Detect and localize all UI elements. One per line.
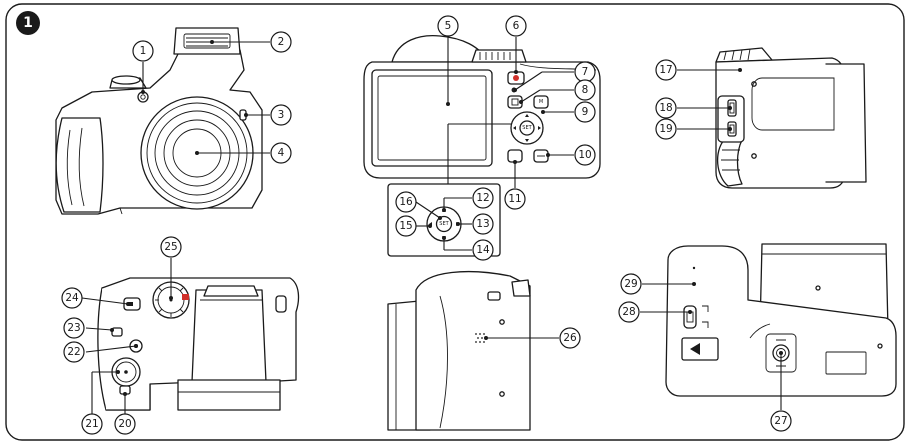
svg-text:M: M xyxy=(539,99,543,105)
callout-26: 26 xyxy=(559,327,581,349)
callout-number: 28 xyxy=(622,306,635,318)
figure-number-badge: 1 xyxy=(16,11,40,35)
callout-number: 18 xyxy=(659,102,672,114)
callout-number: 24 xyxy=(65,292,79,304)
callout-16: 16 xyxy=(395,191,417,213)
camera-side-view xyxy=(715,47,867,189)
camera-front-view xyxy=(55,27,263,215)
leader-dots xyxy=(110,40,783,396)
figure-number: 1 xyxy=(23,15,33,31)
callout-number: 29 xyxy=(624,278,637,290)
callout-3: 3 xyxy=(270,104,292,126)
callout-17: 17 xyxy=(655,59,677,81)
callout-number: 16 xyxy=(399,196,413,208)
callout-29: 29 xyxy=(620,273,642,295)
callout-11: 11 xyxy=(504,188,526,210)
callout-number: 14 xyxy=(476,244,490,256)
callout-22: 22 xyxy=(63,341,85,363)
callout-8: 8 xyxy=(574,79,596,101)
callout-number: 25 xyxy=(164,241,177,253)
callout-number: 5 xyxy=(445,20,452,32)
callout-number: 3 xyxy=(278,109,285,121)
set-button-zoom-label: SET xyxy=(439,221,449,227)
callout-number: 20 xyxy=(118,418,131,430)
callout-1: 1 xyxy=(132,40,154,62)
callout-25: 25 xyxy=(160,236,182,258)
callout-19: 19 xyxy=(655,118,677,140)
callout-number: 1 xyxy=(140,45,147,57)
callout-number: 8 xyxy=(582,84,589,96)
callout-24: 24 xyxy=(61,287,83,309)
callout-2: 2 xyxy=(270,31,292,53)
callout-10: 10 xyxy=(574,144,596,166)
record-dot-icon xyxy=(513,75,519,81)
callout-21: 21 xyxy=(81,413,103,435)
callout-4: 4 xyxy=(270,142,292,164)
callout-number: 4 xyxy=(278,147,285,159)
callout-12: 12 xyxy=(472,187,494,209)
figure-badge-circle xyxy=(16,11,40,35)
callout-number: 7 xyxy=(582,66,589,78)
callout-number: 11 xyxy=(508,193,521,205)
set-button-label: SET xyxy=(522,125,532,131)
callout-number: 19 xyxy=(659,123,672,135)
callout-number: 26 xyxy=(563,332,577,344)
callout-9: 9 xyxy=(574,101,596,123)
callout-number: 6 xyxy=(513,20,520,32)
callout-27: 27 xyxy=(770,410,792,432)
camera-left-side-view xyxy=(387,270,531,431)
callout-20: 20 xyxy=(114,413,136,435)
callout-18: 18 xyxy=(655,97,677,119)
callout-6: 6 xyxy=(505,15,527,37)
camera-top-view xyxy=(97,277,300,411)
callout-28: 28 xyxy=(618,301,640,323)
callout-7: 7 xyxy=(574,61,596,83)
callout-number: 17 xyxy=(659,64,672,76)
dial-red-mark-icon xyxy=(182,294,189,300)
camera-back-view: M SET xyxy=(363,34,601,179)
callout-number: 10 xyxy=(578,149,591,161)
callout-number: 21 xyxy=(85,418,98,430)
callout-14: 14 xyxy=(472,239,494,261)
callout-23: 23 xyxy=(63,317,85,339)
callout-number: 12 xyxy=(476,192,489,204)
callout-15: 15 xyxy=(395,215,417,237)
callout-number: 23 xyxy=(67,322,80,334)
callout-number: 9 xyxy=(582,106,589,118)
callout-number: 15 xyxy=(399,220,412,232)
callout-5: 5 xyxy=(437,15,459,37)
callout-number: 27 xyxy=(774,415,787,427)
callout-number: 2 xyxy=(278,36,285,48)
camera-bottom-view xyxy=(665,243,897,397)
callout-number: 22 xyxy=(67,346,80,358)
callout-number: 13 xyxy=(476,218,489,230)
callout-13: 13 xyxy=(472,213,494,235)
leader-lines xyxy=(81,37,782,414)
